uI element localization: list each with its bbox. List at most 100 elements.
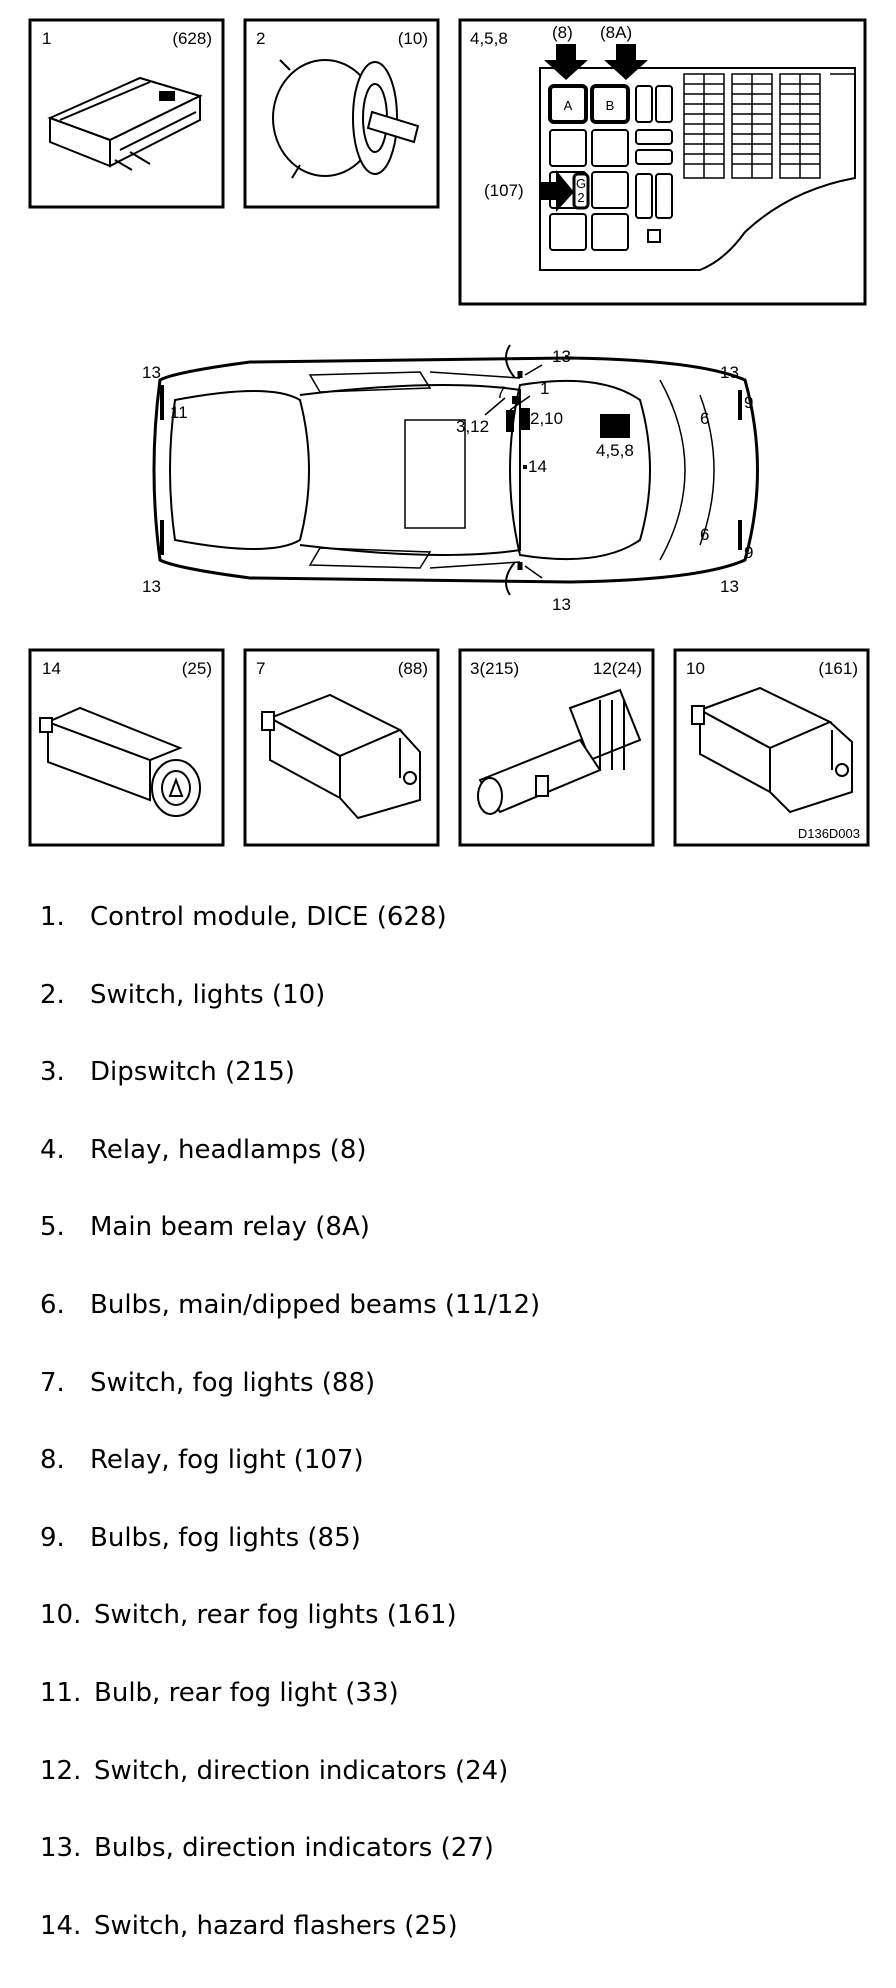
legend-text: Switch, lights (10) [90,979,326,1010]
car-label-9-top: 9 [744,393,753,412]
car-label-4-5-8: 4,5,8 [596,441,634,460]
legend-item: 13. Bulbs, direction indicators (27) [40,1833,540,1911]
legend-number: 1. [40,902,65,932]
car-labels: 13 13 13 13 13 13 11 7 1 3,12 2,10 4,5,8… [142,347,753,614]
legend-number: 8. [40,1445,65,1476]
wiring-diagram: 1 (628) 2 (10) 4,5,8 (8) (8A [28,18,870,847]
legend-number: 6. [40,1289,65,1320]
rear-fog-switch-drawing [691,686,853,814]
legend-item: 5. Main beam relay (8A) [40,1212,540,1290]
lights-switch-drawing [272,59,420,179]
legend-number: 2. [40,979,65,1010]
arrow-label-8a: (8A) [600,23,632,42]
panel-14-code: (25) [182,659,212,678]
car-label-13-tl: 13 [142,363,161,382]
legend-text: Relay, fog light (107) [90,1445,364,1476]
legend-text: Switch, direction indicators (24) [94,1755,509,1786]
car-label-9-bottom: 9 [744,543,753,562]
cell-a: A [564,98,573,113]
legend-text: Bulbs, fog lights (85) [90,1522,361,1553]
figure-code: D136D003 [798,826,860,841]
panel-7-code: (88) [398,659,428,678]
car-label-13-bc: 13 [552,595,571,614]
car-label-13-br: 13 [720,577,739,596]
panel-control-module: 1 (628) [28,18,225,209]
panel-7-id: 7 [256,659,265,678]
legend-number: 4. [40,1134,65,1165]
car-label-2-10: 2,10 [530,409,563,428]
legend-item: 1. Control module, DICE (628) [40,902,540,980]
panel-3-id: 3(215) [470,659,519,678]
panel-fuse-box: 4,5,8 (8) (8A) (107) A B G 2 [458,18,867,306]
panel-fog-switch: 7 (88) [243,648,440,847]
car-label-6-top: 6 [700,409,709,428]
legend-number: 9. [40,1522,65,1553]
legend-item: 8. Relay, fog light (107) [40,1445,540,1523]
legend-text: Bulbs, main/dipped beams (11/12) [90,1289,541,1320]
legend-item: 9. Bulbs, fog lights (85) [40,1523,540,1601]
legend-item: 6. Bulbs, main/dipped beams (11/12) [40,1290,540,1368]
panel-1-code: (628) [172,29,212,48]
arrow-label-8: (8) [552,23,573,42]
cell-2: 2 [577,190,584,205]
fog-switch-drawing [261,693,421,820]
legend-number: 12. [40,1755,82,1786]
legend-item: 3. Dipswitch (215) [40,1057,540,1135]
car-label-13-bl: 13 [142,577,161,596]
car-label-13-tr: 13 [720,363,739,382]
legend-text: Control module, DICE (628) [90,902,447,932]
panel-14-id: 14 [42,659,61,678]
panel-lights-switch: 2 (10) [243,18,440,209]
legend-item: 2. Switch, lights (10) [40,980,540,1058]
legend-list: 1. Control module, DICE (628) 2. Switch, l… [40,902,540,1988]
panel-hazard-switch: 14 (25) [28,648,225,847]
legend-number: 13. [40,1833,82,1864]
fuse-rows [683,73,855,179]
dip-indicator-drawing [477,688,642,815]
legend-item: 10. Switch, rear fog lights (161) [40,1600,540,1678]
cell-g: G [576,176,586,191]
arrow-label-107: (107) [484,181,524,200]
fusebox-cells [548,84,673,251]
legend-text: Bulb, rear fog light (33) [94,1677,399,1708]
panel-2-code: (10) [398,29,428,48]
legend-item: 11. Bulb, rear fog light (33) [40,1678,540,1756]
legend-number: 7. [40,1367,65,1398]
cell-b: B [606,98,615,113]
legend-text: Relay, headlamps (8) [90,1134,367,1165]
car-top-view [152,344,759,596]
legend-text: Main beam relay (8A) [90,1212,370,1243]
car-label-13-tc: 13 [552,347,571,366]
legend-text: Switch, hazard flashers (25) [94,1910,458,1941]
legend-text: Switch, rear fog lights (161) [94,1600,457,1631]
legend-item: 12. Switch, direction indicators (24) [40,1756,540,1834]
panel-dip-indicator-switch: 3(215) 12(24) [458,648,655,847]
panel-1-id: 1 [42,29,51,48]
legend-item: 14. Switch, hazard flashers (25) [40,1911,540,1988]
legend-number: 14. [40,1910,82,1941]
legend-number: 10. [40,1600,82,1631]
car-label-11: 11 [170,403,188,422]
car-label-6-bottom: 6 [700,525,709,544]
legend-number: 11. [40,1677,82,1708]
legend-number: 5. [40,1212,65,1243]
fusebox-arrows [540,44,648,212]
car-label-3-12: 3,12 [456,417,489,436]
legend-text: Bulbs, direction indicators (27) [94,1833,494,1864]
car-label-1: 1 [540,379,549,398]
legend-item: 7. Switch, fog lights (88) [40,1368,540,1446]
legend-item: 4. Relay, headlamps (8) [40,1135,540,1213]
car-label-14: 14 [528,457,547,476]
panel-10-code: (161) [818,659,858,678]
legend-text: Dipswitch (215) [90,1057,295,1088]
hazard-switch-drawing [39,706,201,817]
legend-text: Switch, fog lights (88) [90,1367,376,1398]
car-label-7: 7 [496,383,505,402]
fusebox-label: 4,5,8 [470,29,508,48]
panel-rear-fog-switch: 10 (161) D136D003 [673,648,870,847]
control-module-drawing [47,76,203,171]
legend-number: 3. [40,1057,65,1088]
panel-10-id: 10 [686,659,705,678]
panel-12-code: 12(24) [593,659,642,678]
car-components [506,396,630,469]
